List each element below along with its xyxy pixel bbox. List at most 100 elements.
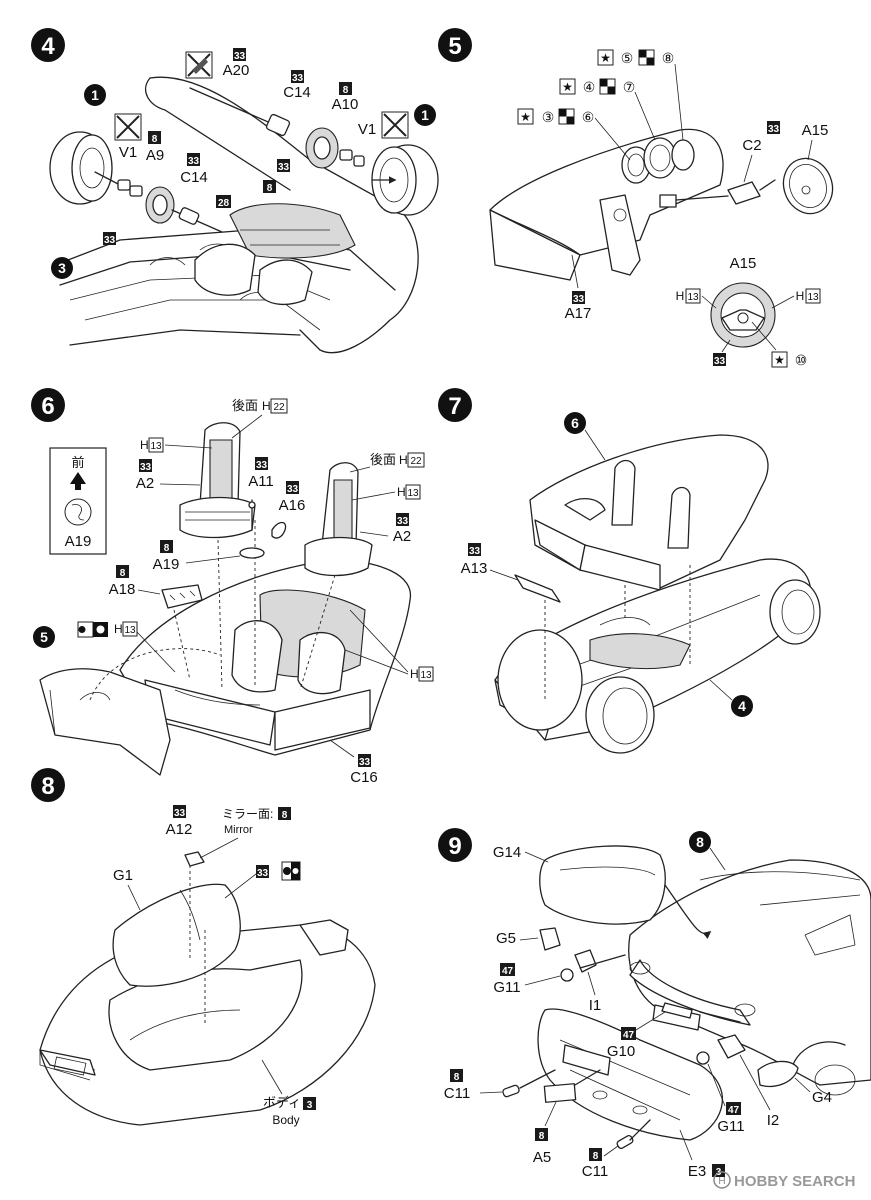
svg-text:C14: C14 [283, 84, 311, 101]
step8-guide-lines [189, 865, 206, 1025]
svg-text:4: 4 [738, 698, 746, 714]
chassis-bottom [69, 329, 301, 346]
console-knob [613, 208, 627, 222]
part-C2-label: 33 C2 [742, 121, 780, 183]
svg-text:13: 13 [807, 292, 819, 303]
svg-text:33: 33 [278, 162, 290, 173]
svg-text:G14: G14 [493, 844, 521, 861]
body-rear-notch [299, 919, 349, 956]
ref-3: 3 [51, 257, 73, 279]
seat-A2-right [304, 462, 373, 577]
svg-text:1: 1 [421, 107, 429, 123]
svg-text:★: ★ [562, 80, 573, 94]
svg-text:8: 8 [282, 810, 288, 821]
svg-text:⑤: ⑤ [621, 50, 634, 66]
paint-H13-left: H 13 [676, 288, 717, 309]
svg-text:33: 33 [573, 294, 585, 305]
chassis-floor-edge-2 [59, 251, 351, 286]
steering-column-C2 [727, 181, 761, 205]
svg-text:A15: A15 [730, 255, 757, 272]
column-shaft [675, 195, 729, 201]
paint-H13-tub-right: H 13 [344, 609, 434, 682]
part-G5-label: G5 [496, 930, 539, 947]
chassis-wheel-front [497, 629, 655, 754]
part-A18-label: 8 A18 [109, 565, 161, 598]
seat-base-left [194, 243, 256, 296]
tub-floor-line [174, 689, 261, 706]
step-5: 5 [438, 28, 834, 368]
part-G10 [661, 1002, 693, 1019]
svg-text:C16: C16 [350, 769, 378, 786]
svg-text:6: 6 [571, 415, 579, 431]
svg-text:ミラー面:: ミラー面: [222, 807, 273, 821]
axle-sleeve [265, 113, 291, 137]
seat-A2-left [179, 422, 256, 539]
dashboard-crease [499, 214, 571, 251]
svg-text:④: ④ [583, 79, 596, 95]
svg-text:A5: A5 [533, 1149, 551, 1166]
body-front-bumper [39, 1049, 96, 1076]
svg-text:H: H [399, 453, 408, 467]
mirror-A12 [184, 851, 205, 867]
rear-face-H22-right: 後面 H 22 [349, 452, 425, 473]
wheel-right [371, 144, 439, 216]
paint-33-hub-left: 33 [103, 232, 116, 246]
car-tail-panel [629, 959, 751, 1026]
chassis-edge [145, 77, 291, 191]
svg-text:後面: 後面 [232, 398, 258, 413]
step7-guide-lines [544, 565, 691, 700]
mirror-face-label: ミラー面: 8 Mirror [199, 807, 291, 859]
step-8-badge [31, 768, 65, 802]
tub-seat-well-left [231, 620, 283, 693]
rear-window-arrow [664, 884, 712, 939]
step-4: 4 [31, 28, 439, 354]
svg-text:H: H [676, 289, 685, 303]
mix-H13-tub: H 13 [77, 621, 176, 673]
step-7: 7 6 [438, 388, 821, 754]
svg-text:E3: E3 [688, 1163, 706, 1180]
svg-text:HOBBY SEARCH: HOBBY SEARCH [734, 1173, 855, 1190]
mix-label-mid: ★ ④ ⑦ [559, 78, 635, 95]
exhaust-tunnel-lines [240, 229, 340, 246]
svg-text:33: 33 [469, 546, 481, 557]
part-G11-right-label: 47 G11 [707, 1063, 745, 1135]
paint-H13-seat-left: H 13 [140, 437, 213, 453]
part-I1 [574, 949, 597, 973]
svg-text:★: ★ [600, 51, 611, 65]
step-6: 6 前 A19 [31, 388, 434, 786]
part-G11-left [560, 968, 574, 982]
hub-A10 [305, 127, 365, 169]
svg-text:V1: V1 [358, 121, 376, 138]
part-C16-label: 33 C16 [329, 739, 378, 786]
part-A16-label: 33 A16 [279, 481, 305, 514]
svg-text:A11: A11 [248, 473, 274, 490]
svg-text:8: 8 [593, 1151, 599, 1162]
part-G4-label: G4 [794, 1077, 832, 1106]
part-G11-right [696, 1051, 710, 1065]
tub-side-wall [274, 689, 371, 751]
svg-text:33: 33 [256, 460, 268, 471]
bumper-plate-recess [562, 1044, 611, 1076]
gauge-leader-lines [594, 63, 684, 161]
car-rear-window-lines [699, 871, 861, 956]
part-A19 [239, 547, 265, 559]
svg-text:A20: A20 [223, 62, 250, 79]
column-slot [659, 194, 677, 208]
part-G11-left-label: 47 G11 [493, 963, 561, 996]
part-A5 [543, 1083, 577, 1103]
svg-text:A10: A10 [332, 96, 359, 113]
grease-icon [185, 51, 213, 79]
svg-text:8: 8 [164, 543, 170, 554]
part-A20-label: 33 A20 [223, 48, 250, 79]
svg-text:⑥: ⑥ [582, 109, 595, 125]
svg-text:H: H [140, 438, 149, 452]
body-label: ボディ 3 Body [261, 1059, 316, 1127]
rear-window-G14 [539, 845, 666, 925]
svg-text:C2: C2 [742, 137, 761, 154]
part-C14-label: 33 C14 [283, 70, 311, 101]
part-I2-label: I2 [739, 1054, 779, 1129]
svg-text:I1: I1 [589, 997, 602, 1014]
steering-wheel-A15 [782, 157, 834, 215]
svg-text:47: 47 [623, 1030, 635, 1041]
svg-text:33: 33 [140, 462, 152, 473]
